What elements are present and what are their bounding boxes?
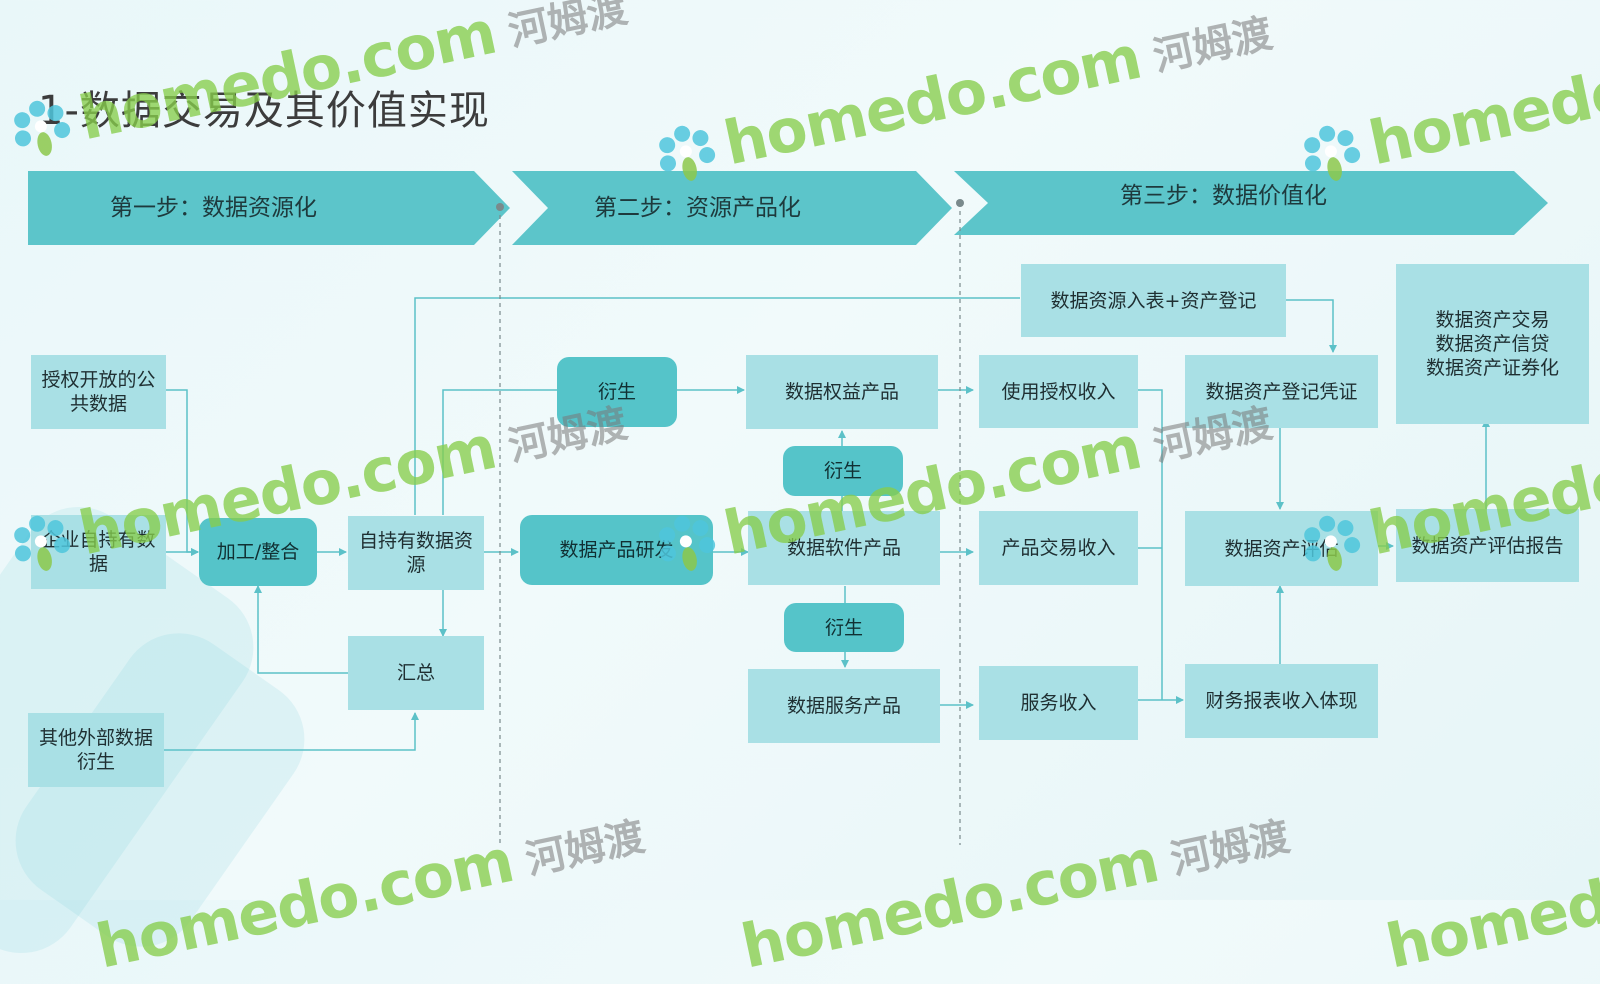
node-summary: 汇总: [348, 636, 484, 710]
node-evaluation-report: 数据资产评估报告: [1396, 509, 1579, 582]
node-asset-evaluation: 数据资产评估: [1185, 511, 1378, 586]
node-license-income: 使用授权收入: [979, 355, 1138, 428]
node-process: 加工/整合: [199, 518, 317, 586]
node-register: 数据资源入表+资产登记: [1021, 264, 1286, 337]
asset-finance-line: 数据资产信贷: [1435, 333, 1550, 355]
node-rights-product: 数据权益产品: [746, 355, 938, 429]
step-3-label: 第三步：数据价值化: [1120, 183, 1327, 209]
node-external-data: 其他外部数据衍生: [28, 713, 164, 787]
arrow-band-icon: [954, 171, 1548, 235]
node-own-data: 企业自持有数据: [31, 515, 166, 589]
page-title: 1-数据交易及其价值实现: [38, 88, 490, 134]
node-derive-top: 衍生: [557, 357, 677, 427]
node-own-resource: 自持有数据资源: [348, 516, 484, 590]
node-software-product: 数据软件产品: [748, 511, 940, 585]
node-asset-finance: 数据资产交易 数据资产信贷 数据资产证券化: [1396, 264, 1589, 424]
node-financial-report: 财务报表收入体现: [1185, 664, 1378, 738]
node-service-product: 数据服务产品: [748, 669, 940, 743]
node-public-data: 授权开放的公共数据: [31, 355, 166, 429]
step-2-label: 第二步：资源产品化: [594, 195, 801, 221]
node-service-income: 服务收入: [979, 666, 1138, 740]
step-2-banner: 第二步：资源产品化: [512, 171, 952, 245]
step-1-label: 第一步：数据资源化: [110, 195, 317, 221]
arrow-band-icon: [28, 171, 510, 245]
node-product-rd: 数据产品研发: [520, 515, 713, 585]
arrow-band-icon: [512, 171, 952, 245]
asset-finance-line: 数据资产交易: [1435, 309, 1550, 331]
step-1-banner: 第一步：数据资源化: [28, 171, 510, 245]
step-3-banner: 第三步：数据价值化: [954, 171, 1548, 245]
node-asset-certificate: 数据资产登记凭证: [1185, 355, 1378, 428]
connector-lines: [164, 199, 1490, 845]
asset-finance-line: 数据资产证券化: [1425, 357, 1559, 379]
node-trade-income: 产品交易收入: [979, 511, 1138, 585]
node-derive-mid: 衍生: [783, 446, 903, 496]
node-derive-bottom: 衍生: [784, 603, 904, 652]
